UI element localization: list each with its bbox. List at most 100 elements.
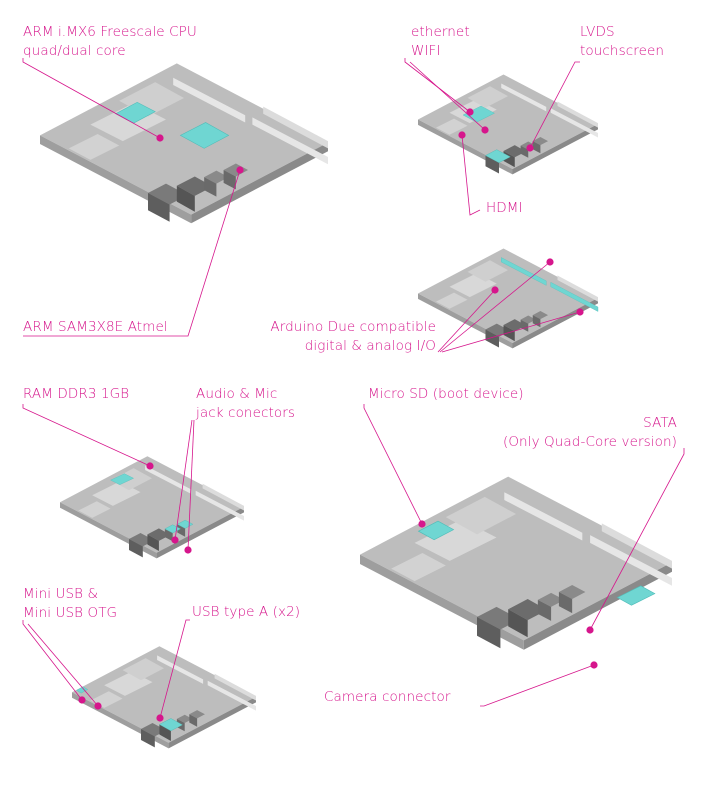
leader-miniusb-b-dot bbox=[94, 702, 102, 710]
leader-audio-b bbox=[187, 419, 195, 551]
label-arduino: Arduino Due compatible digital & analog … bbox=[240, 318, 436, 356]
board-top bbox=[418, 248, 598, 343]
label-miniusb-line2: Mini USB OTG bbox=[23, 605, 118, 621]
leader-arduino-b-dot bbox=[546, 258, 554, 266]
header-right-2 bbox=[214, 673, 256, 701]
leader-sam3x8e-dot bbox=[236, 166, 244, 174]
header-right-2 bbox=[601, 523, 672, 569]
board-audio bbox=[60, 456, 244, 559]
leader-hdmi bbox=[461, 134, 481, 216]
highlight-sata-0 bbox=[417, 520, 455, 541]
port-ethernet-front bbox=[148, 193, 170, 222]
highlight-arduino-0 bbox=[501, 257, 547, 286]
port-usb-front bbox=[147, 534, 159, 551]
label-cpu-imx6-line2: quad/dual core bbox=[23, 43, 126, 59]
port-ethernet-front bbox=[477, 617, 501, 649]
leader-cpu bbox=[22, 58, 161, 139]
leader-miniusb-b bbox=[27, 623, 99, 707]
leader-arduino-c-dot bbox=[576, 308, 584, 316]
highlight-cpu-1 bbox=[179, 122, 230, 149]
board-edge-right bbox=[512, 298, 598, 349]
leader-camera-dot bbox=[590, 661, 598, 669]
leader-microsd-dot bbox=[418, 520, 426, 528]
port-usb bbox=[503, 145, 526, 158]
label-audio-line2: jack conectors bbox=[196, 405, 296, 421]
header-right-2 bbox=[202, 483, 244, 511]
port-usb-front bbox=[159, 724, 171, 741]
header-right bbox=[252, 117, 328, 165]
label-sata-line2: (Only Quad-Core version) bbox=[502, 434, 677, 450]
leader-arduino-b bbox=[439, 261, 551, 353]
chip-small bbox=[78, 501, 111, 518]
label-lvds-line1: LVDS bbox=[580, 24, 615, 40]
header-right bbox=[550, 108, 598, 138]
leader-sata-dot bbox=[586, 626, 594, 634]
label-wifi: WIFI bbox=[411, 43, 441, 59]
board-edge-right bbox=[512, 124, 598, 175]
label-miniusb: Mini USB & Mini USB OTG bbox=[23, 585, 117, 623]
port-usb bbox=[503, 319, 526, 332]
board-arduino bbox=[418, 248, 599, 349]
header-top bbox=[504, 492, 583, 541]
port-jack-2 bbox=[558, 585, 586, 600]
label-ram: RAM DDR3 1GB bbox=[23, 386, 130, 402]
leader-camera bbox=[480, 664, 595, 707]
leader-wifi-dot bbox=[481, 126, 489, 134]
highlight-audio-0 bbox=[110, 473, 135, 485]
board-sata bbox=[360, 476, 672, 650]
leader-ram bbox=[22, 404, 151, 467]
leader-audio-a-dot bbox=[171, 536, 179, 544]
port-usb bbox=[508, 599, 548, 621]
leader-wifi bbox=[409, 61, 486, 131]
port-jack-2 bbox=[223, 163, 249, 177]
leader-sam3x8e bbox=[23, 169, 241, 337]
leader-ram-dot bbox=[146, 462, 154, 470]
port-jack-2-front bbox=[558, 592, 573, 614]
port-ethernet-front bbox=[129, 539, 143, 558]
board-top bbox=[72, 646, 256, 743]
board-top bbox=[60, 456, 244, 553]
port-jack-front bbox=[537, 599, 552, 621]
label-sata-line1: SATA bbox=[643, 415, 677, 431]
board-edge-right bbox=[156, 506, 244, 559]
port-jack-2 bbox=[532, 311, 549, 320]
label-audio: Audio & Mic jack conectors bbox=[196, 385, 295, 423]
header-right-2 bbox=[557, 101, 598, 128]
label-arduino-line2: digital & analog I/O bbox=[304, 338, 436, 354]
header-right-2 bbox=[557, 275, 598, 302]
highlight-arduino-1 bbox=[550, 281, 599, 312]
port-usb bbox=[176, 176, 213, 196]
label-lvds: LVDS touchscreen bbox=[580, 23, 664, 61]
chip-ram bbox=[467, 260, 508, 282]
chip-small bbox=[436, 292, 468, 309]
leader-miniusb-a-dot bbox=[78, 696, 86, 704]
leader-arduino-a bbox=[437, 289, 496, 353]
label-sata: SATA (Only Quad-Core version) bbox=[460, 414, 677, 452]
header-top bbox=[145, 465, 192, 494]
highlight-ethernet-1 bbox=[485, 149, 511, 163]
port-ethernet-front bbox=[141, 729, 155, 748]
header-right bbox=[590, 535, 672, 586]
leader-cpu-dot bbox=[156, 134, 164, 142]
label-miniusb-line1: Mini USB & bbox=[23, 586, 99, 602]
header-right bbox=[207, 680, 256, 711]
board-edge-right bbox=[191, 142, 328, 224]
leader-arduino-c bbox=[441, 311, 581, 353]
chip-small bbox=[391, 553, 446, 582]
label-camera: Camera connector bbox=[324, 689, 451, 705]
chip-ram bbox=[445, 496, 516, 535]
chip-small bbox=[436, 118, 468, 135]
chip-ram bbox=[467, 86, 508, 108]
highlight-usb-1 bbox=[76, 686, 89, 694]
leader-lvds-dot bbox=[526, 144, 534, 152]
leader-usb-a bbox=[159, 619, 190, 719]
board-ethernet bbox=[418, 74, 598, 175]
label-usb-a: USB type A (x2) bbox=[192, 604, 301, 620]
port-jack-2 bbox=[532, 137, 549, 146]
port-usb-front bbox=[176, 185, 195, 212]
chip-small bbox=[68, 133, 120, 160]
leader-miniusb-a bbox=[22, 620, 83, 701]
board-edge-right bbox=[523, 562, 672, 650]
